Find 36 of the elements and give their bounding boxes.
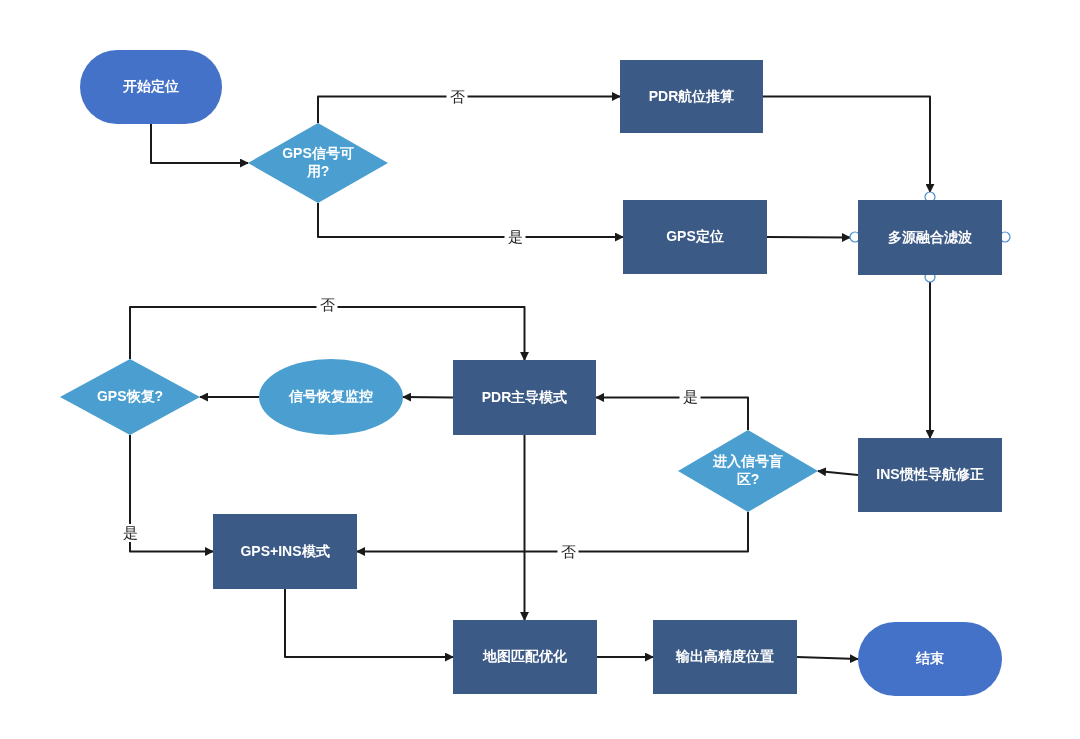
arrow (356, 511, 749, 556)
edge-label: 否 (316, 296, 338, 314)
decision-diamond: GPS信号可用? (248, 123, 388, 203)
process-box: PDR航位推算 (620, 60, 763, 133)
arrow (596, 652, 654, 662)
arrow (796, 654, 859, 664)
arrow (150, 123, 249, 168)
terminal-pill: 结束 (858, 622, 1002, 696)
arrow (520, 434, 529, 621)
arrow (129, 434, 214, 556)
process-box: 地图匹配优化 (453, 620, 597, 694)
process-box: PDR主导模式 (453, 360, 596, 435)
process-box: GPS定位 (623, 200, 767, 274)
decision-diamond: GPS恢复? (60, 359, 200, 435)
edge-label: 否 (446, 88, 468, 106)
arrow (402, 392, 454, 402)
process-box: 多源融合滤波 (858, 200, 1002, 275)
arrow (284, 588, 454, 662)
arrow (766, 232, 851, 242)
process-box: 输出高精度位置 (653, 620, 797, 694)
monitor-ellipse: 信号恢复监控 (259, 359, 403, 435)
decision-diamond: 进入信号盲区? (678, 430, 818, 512)
arrow (762, 95, 935, 193)
terminal-pill: 开始定位 (80, 50, 222, 124)
edge-label: 是 (504, 228, 526, 246)
arrow (129, 306, 529, 361)
arrow (199, 392, 260, 402)
process-box: GPS+INS模式 (213, 514, 357, 589)
arrow (595, 393, 749, 431)
edge-label: 否 (557, 543, 579, 561)
process-box: INS惯性导航修正 (858, 438, 1002, 512)
arrow (817, 467, 859, 477)
arrow (317, 92, 621, 124)
edge-label: 是 (679, 388, 701, 406)
arrow (925, 281, 935, 439)
arrow (317, 202, 624, 242)
